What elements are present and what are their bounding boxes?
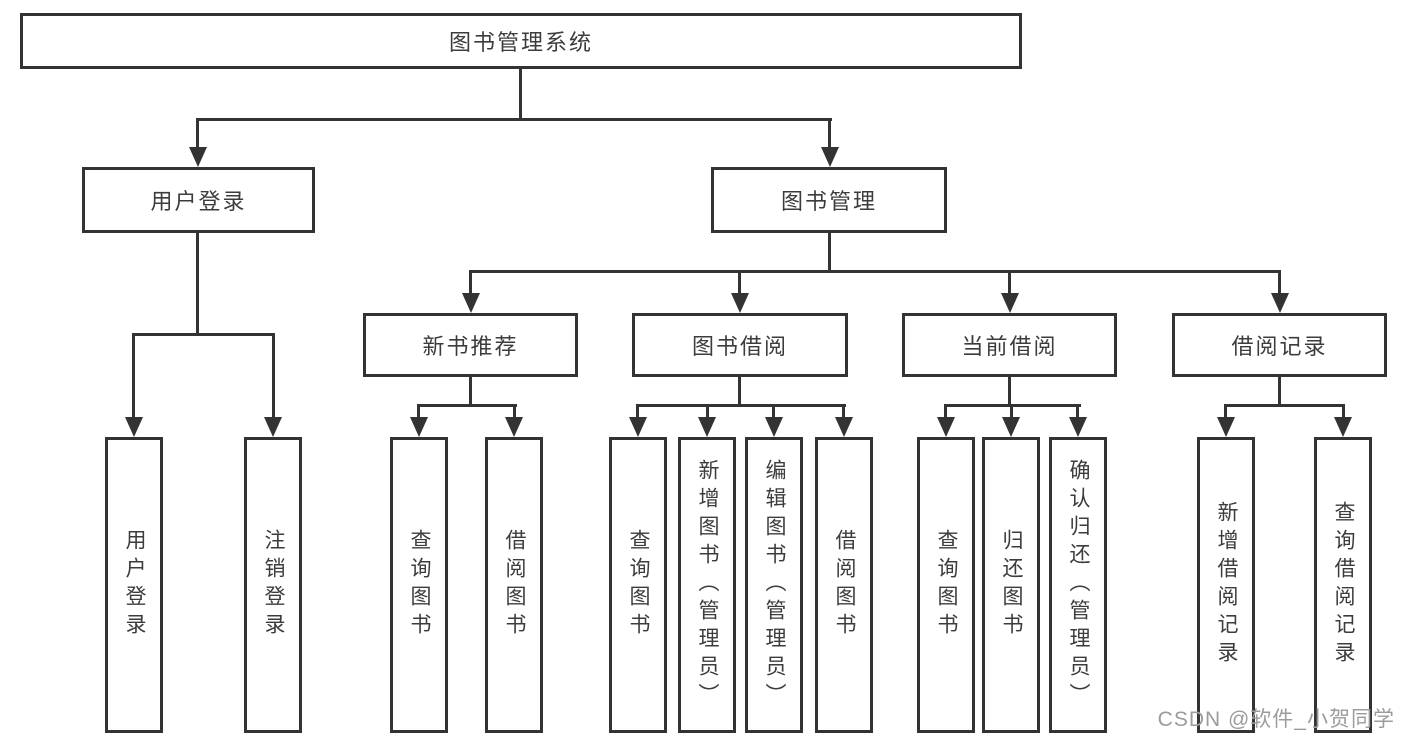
connector-line	[417, 404, 420, 420]
node-new-book-recommend-label: 新书推荐	[422, 334, 519, 359]
node-new-book-recommend: 新书推荐	[363, 313, 578, 377]
node-book-borrow-label: 图书借阅	[691, 334, 788, 359]
connector-line	[469, 270, 472, 296]
leaf-confirm-return-admin: 确认归还（管理员）	[1049, 437, 1107, 733]
leaf-edit-book-admin: 编辑图书（管理员）	[745, 437, 803, 733]
connector-line	[132, 333, 135, 419]
node-current-borrow-label: 当前借阅	[961, 334, 1058, 359]
connector-line	[417, 404, 517, 407]
connector-line	[738, 375, 741, 406]
arrow-down-icon	[698, 417, 716, 437]
node-current-borrow: 当前借阅	[902, 313, 1117, 377]
arrow-down-icon	[1271, 293, 1289, 313]
leaf-borrow-books-recommend-label: 借阅图书	[503, 529, 526, 641]
node-user-login: 用户登录	[82, 167, 315, 233]
leaf-query-books-current: 查询图书	[917, 437, 975, 733]
watermark: CSDN @软件_小贺同学	[1157, 708, 1395, 731]
node-borrow-records: 借阅记录	[1172, 313, 1387, 377]
connector-line	[469, 375, 472, 406]
leaf-borrow-books: 借阅图书	[815, 437, 873, 733]
arrow-down-icon	[1069, 417, 1087, 437]
connector-line	[1010, 404, 1013, 420]
leaf-query-books-borrow: 查询图书	[609, 437, 667, 733]
connector-line	[1278, 270, 1281, 296]
arrow-down-icon	[629, 417, 647, 437]
leaf-query-books-borrow-label: 查询图书	[627, 529, 650, 641]
leaf-return-book: 归还图书	[982, 437, 1040, 733]
arrow-down-icon	[1217, 417, 1235, 437]
connector-line	[1224, 404, 1227, 420]
node-borrow-records-label: 借阅记录	[1231, 334, 1328, 359]
connector-line	[196, 118, 199, 150]
connector-line	[636, 404, 846, 407]
connector-line	[469, 270, 1281, 273]
connector-line	[1224, 404, 1345, 407]
leaf-user-login: 用户登录	[105, 437, 163, 733]
connector-line	[196, 118, 832, 121]
leaf-logout: 注销登录	[244, 437, 302, 733]
arrow-down-icon	[835, 417, 853, 437]
connector-line	[828, 231, 831, 272]
leaf-query-borrow-record-label: 查询借阅记录	[1332, 501, 1355, 669]
leaf-add-borrow-record-label: 新增借阅记录	[1215, 501, 1238, 669]
arrow-down-icon	[125, 417, 143, 437]
arrow-down-icon	[765, 417, 783, 437]
arrow-down-icon	[505, 417, 523, 437]
node-root: 图书管理系统	[20, 13, 1022, 69]
node-user-login-label: 用户登录	[150, 189, 247, 214]
leaf-confirm-return-admin-label: 确认归还（管理员）	[1067, 459, 1090, 711]
connector-line	[1278, 375, 1281, 406]
arrow-down-icon	[1001, 293, 1019, 313]
arrow-down-icon	[821, 147, 839, 167]
arrow-down-icon	[1334, 417, 1352, 437]
connector-line	[132, 333, 275, 336]
node-book-borrow: 图书借阅	[632, 313, 848, 377]
leaf-borrow-books-label: 借阅图书	[833, 529, 856, 641]
connector-line	[1008, 270, 1011, 296]
connector-line	[1342, 404, 1345, 420]
arrow-down-icon	[189, 147, 207, 167]
connector-line	[1008, 375, 1011, 406]
leaf-logout-label: 注销登录	[262, 529, 285, 641]
leaf-query-borrow-record: 查询借阅记录	[1314, 437, 1372, 733]
connector-line	[196, 231, 199, 335]
node-book-management-label: 图书管理	[780, 189, 877, 214]
arrow-down-icon	[1002, 417, 1020, 437]
leaf-add-book-admin-label: 新增图书（管理员）	[696, 459, 719, 711]
leaf-add-book-admin: 新增图书（管理员）	[678, 437, 736, 733]
leaf-borrow-books-recommend: 借阅图书	[485, 437, 543, 733]
node-root-label: 图书管理系统	[448, 30, 593, 55]
arrow-down-icon	[264, 417, 282, 437]
connector-line	[636, 404, 639, 420]
arrow-down-icon	[410, 417, 428, 437]
connector-line	[272, 333, 275, 419]
leaf-add-borrow-record: 新增借阅记录	[1197, 437, 1255, 733]
connector-line	[1076, 404, 1079, 420]
connector-line	[738, 270, 741, 296]
leaf-query-books-current-label: 查询图书	[935, 529, 958, 641]
connector-line	[842, 404, 845, 420]
connector-line	[513, 404, 516, 420]
connector-line	[706, 404, 709, 420]
connector-line	[944, 404, 947, 420]
leaf-user-login-label: 用户登录	[123, 529, 146, 641]
leaf-return-book-label: 归还图书	[1000, 529, 1023, 641]
connector-line	[772, 404, 775, 420]
leaf-edit-book-admin-label: 编辑图书（管理员）	[763, 459, 786, 711]
arrow-down-icon	[731, 293, 749, 313]
node-book-management: 图书管理	[711, 167, 947, 233]
arrow-down-icon	[937, 417, 955, 437]
connector-line	[828, 118, 831, 150]
connector-line	[519, 66, 522, 120]
leaf-query-books-recommend: 查询图书	[390, 437, 448, 733]
arrow-down-icon	[462, 293, 480, 313]
leaf-query-books-recommend-label: 查询图书	[408, 529, 431, 641]
